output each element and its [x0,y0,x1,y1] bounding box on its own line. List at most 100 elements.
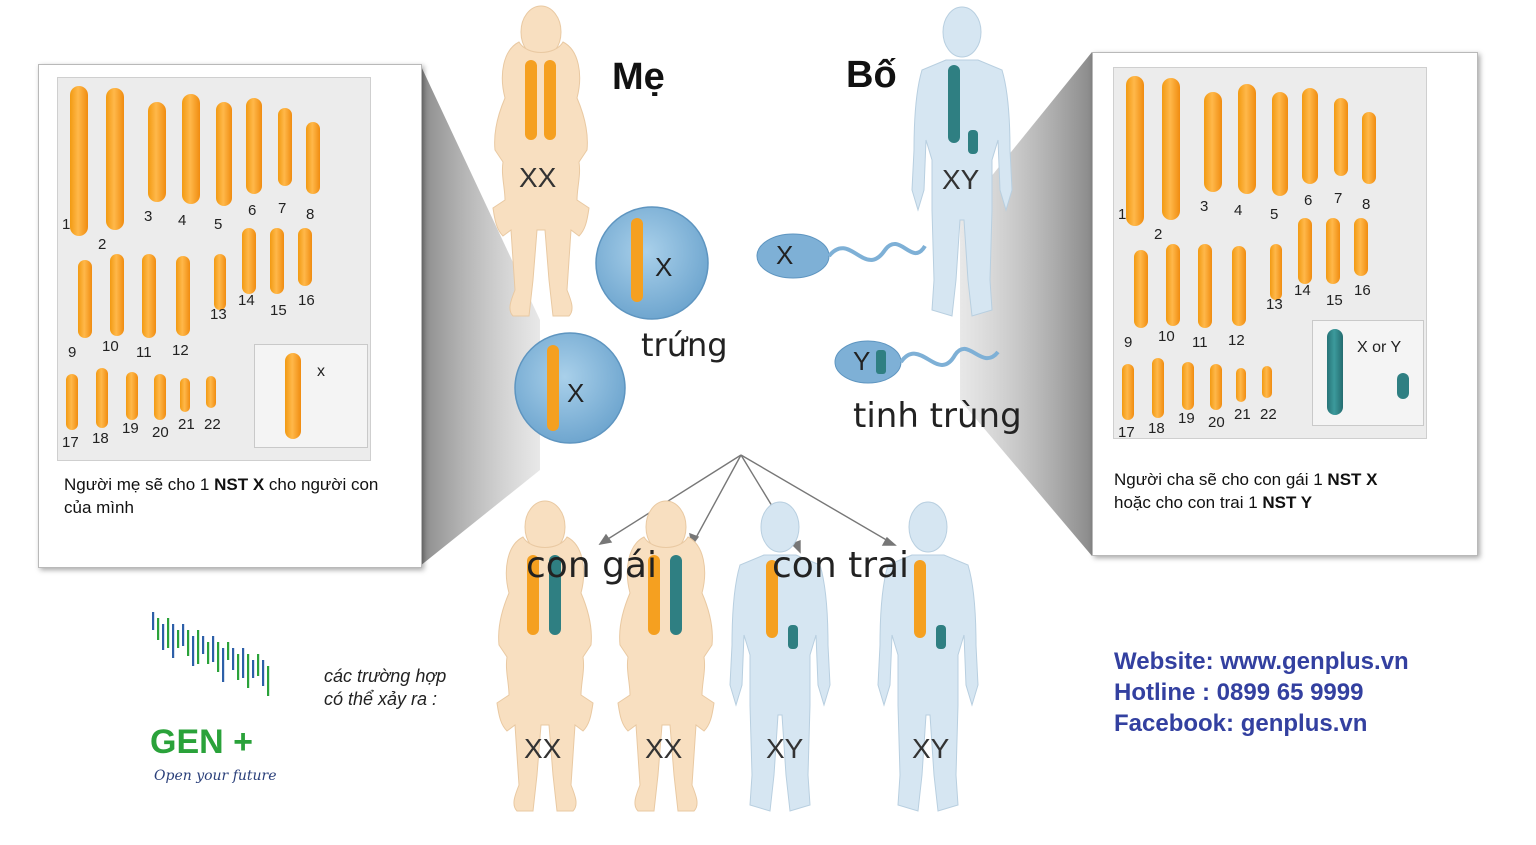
chromosome-6-icon [1302,88,1318,184]
logo-bar [202,636,205,654]
chromosome-number-8: 8 [1362,196,1371,213]
chromosome-number-2: 2 [98,236,107,253]
chromosome-12-icon [1232,246,1246,326]
chromosome-number-3: 3 [1200,198,1209,215]
chromosome-9-icon [1134,250,1148,328]
chromosome-number-10: 10 [1158,328,1175,345]
chromosome-13-icon [1270,244,1282,300]
chromosome-number-19: 19 [1178,410,1195,427]
chromosome-number-7: 7 [1334,190,1343,207]
offspring-arrows [598,454,897,554]
chromosome-number-4: 4 [1234,202,1243,219]
logo-name: GEN + [150,723,253,761]
logo-bar [262,660,265,686]
chromosome-4-icon [1238,84,1256,194]
chromosome-number-14: 14 [238,292,255,309]
chromosome-9-icon [78,260,92,338]
chromosome-18-icon [96,368,108,428]
chromosome-number-19: 19 [122,420,139,437]
father-figure-icon [911,6,1013,317]
sex-chromosome-label: x [317,363,325,380]
chromosome-7-icon [1334,98,1348,176]
logo-bar [197,630,200,664]
child-1-genotype: XX [524,733,562,764]
logo-bar [227,642,230,660]
chromosome-number-17: 17 [62,434,79,451]
chromosome-number-11: 11 [136,344,152,361]
chromosome-13-icon [214,254,226,310]
chromosome-3-icon [1204,92,1222,192]
y-chromosome-icon [1397,373,1409,399]
logo-bar [237,654,240,680]
logo-bar [157,618,160,640]
chromosome-17-icon [66,374,78,430]
logo-bar [212,636,215,662]
chromosome-number-1: 1 [62,216,71,233]
chromosome-6-icon [246,98,262,194]
mother-panel-text: Người mẹ sẽ cho 1 NST X cho người con củ… [64,475,379,517]
chromosome-14-icon [242,228,256,294]
chromosome-number-9: 9 [1124,334,1133,351]
sperm-y-label: Y [853,346,871,376]
sperm-label: tinh trùng [853,396,1022,436]
logo-slogan: Open your future [154,768,277,784]
chromosome-10-icon [110,254,124,336]
chromosome-18-icon [1152,358,1164,418]
chromosome-5-icon [1272,92,1288,196]
logo-bar [182,624,185,646]
chromosome-number-21: 21 [1234,406,1251,423]
logo-bar [267,666,270,696]
chromosome-1-icon [70,86,88,236]
chromosome-number-16: 16 [1354,282,1371,299]
chromosome-10-icon [1166,244,1180,326]
chromosome-number-13: 13 [1266,296,1283,313]
chromosome-19-icon [1182,362,1194,410]
chromosome-8-icon [1362,112,1376,184]
chromosome-number-22: 22 [204,416,221,433]
egg-chromosome-label: X [655,252,673,282]
mother-genotype: XX [519,162,557,193]
chromosome-1-icon [1126,76,1144,226]
sex-chromosome-label: X or Y [1357,339,1402,356]
chromosome-number-4: 4 [178,212,187,229]
website-link[interactable]: Website: www.genplus.vn [1114,648,1409,675]
chromosome-16-icon [298,228,312,286]
child-4-genotype: XY [912,733,950,764]
father-title: Bố [846,54,897,96]
chromosome-3-icon [148,102,166,202]
chromosome-number-6: 6 [248,202,257,219]
facebook-link[interactable]: Facebook: genplus.vn [1114,710,1368,737]
chromosome-number-5: 5 [1270,206,1279,223]
x-chromosome-icon [1327,329,1343,415]
chromosome-14-icon [1298,218,1312,284]
chromosome-11-icon [1198,244,1212,328]
logo-bar [167,618,170,648]
mother-title: Mẹ [612,56,665,98]
chromosome-8-icon [306,122,320,194]
father-genotype: XY [942,164,980,195]
chromosome-number-6: 6 [1304,192,1313,209]
chromosome-number-18: 18 [92,430,109,447]
mother-figure-icon [492,5,590,317]
egg-cell-icon [595,206,709,320]
chromosome-21-icon [180,378,190,412]
logo-bar [247,654,250,688]
chromosome-number-17: 17 [1118,424,1135,441]
logo-bar [257,654,260,676]
logo-bar [172,624,175,658]
chromosome-20-icon [154,374,166,420]
chromosome-number-7: 7 [278,200,287,217]
logo-bar [222,648,225,682]
chromosome-12-icon [176,256,190,336]
logo-bar [162,624,165,650]
child-2-genotype: XX [645,733,683,764]
chromosome-number-14: 14 [1294,282,1311,299]
sex-chromosome-box: X or Y [1312,320,1424,426]
logo-bar [242,648,245,678]
logo-bar [217,642,220,672]
daughter-label: con gái [526,545,657,586]
